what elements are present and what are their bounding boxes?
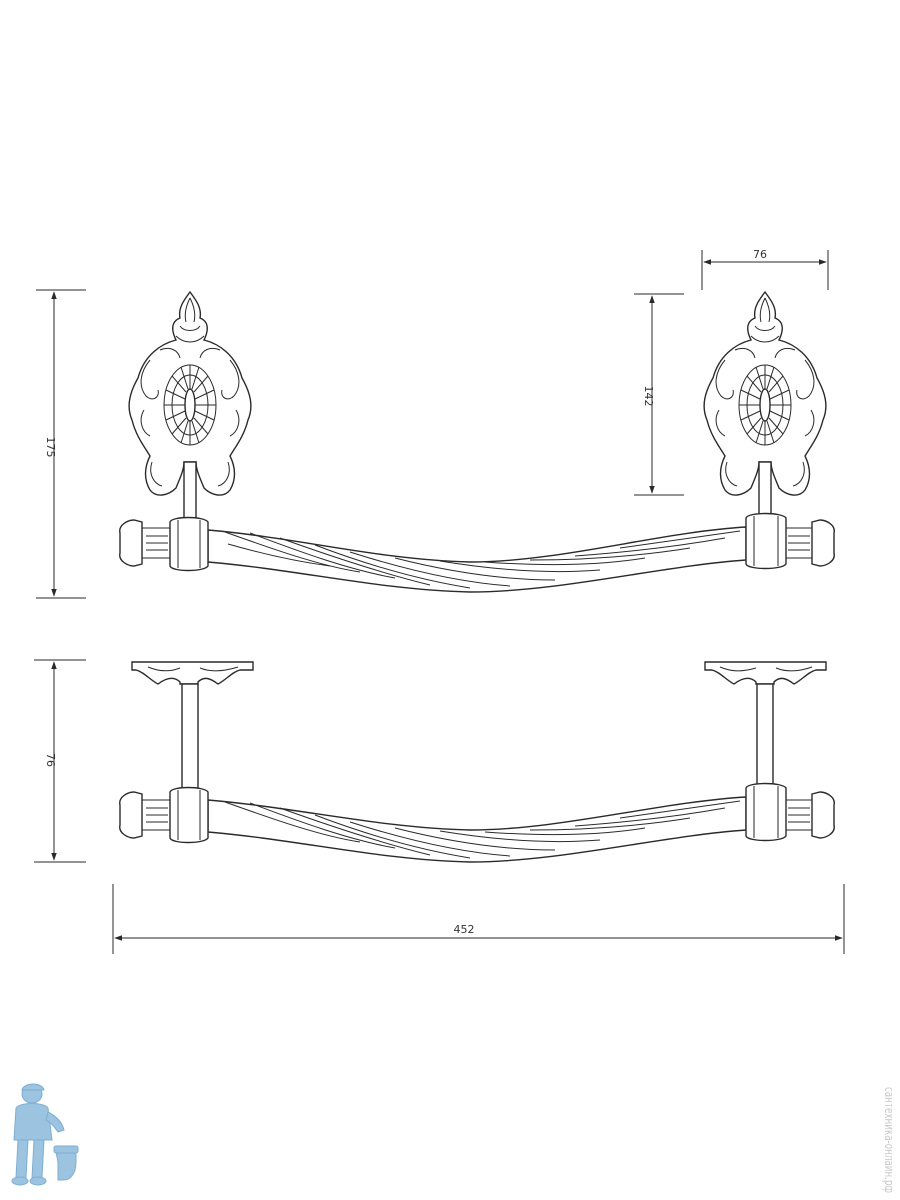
dimension-76-side: 76 [34,659,86,863]
watermark-text: сантехника-онлайн.рф [881,1087,892,1193]
front-view [119,290,835,593]
top-view [119,661,835,863]
top-towel-bar [119,782,835,863]
dimension-175: 175 [36,289,86,599]
site-watermark: сантехника-онлайн.рф [881,1087,892,1193]
plumber-mascot-logo [11,1083,79,1186]
dim-452-label: 452 [454,923,475,936]
dim-76-top-label: 76 [753,248,767,261]
dim-175-label: 175 [44,437,57,458]
left-top-mount [131,661,254,795]
dimension-76-top: 76 [701,248,829,290]
front-towel-bar [119,512,835,593]
dimension-452: 452 [112,884,845,954]
dim-142-label: 142 [642,386,655,407]
dim-76-side-label: 76 [44,753,57,767]
right-ornament-plate [703,290,827,519]
right-top-mount [704,661,827,795]
dimension-142: 142 [634,293,684,496]
left-ornament-plate [128,290,252,519]
